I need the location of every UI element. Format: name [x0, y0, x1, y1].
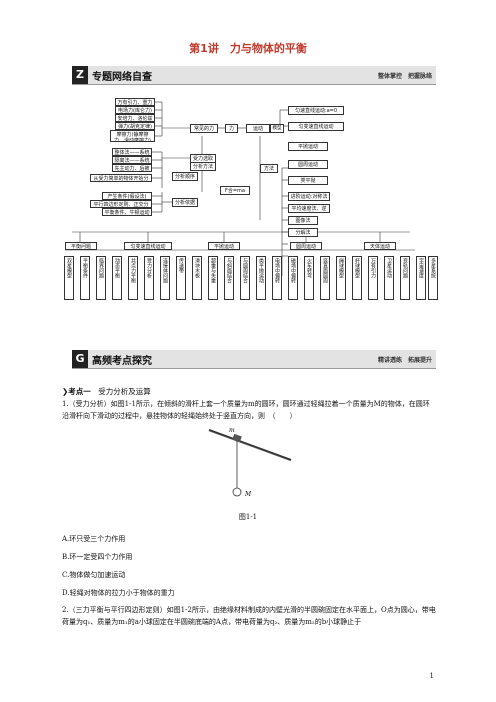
motion-item: 类平抛: [288, 176, 328, 185]
force-item: 电场力(库仑力): [115, 106, 155, 114]
motion-item: 图像法: [288, 216, 318, 225]
method-item: 整体法——系统外力: [112, 148, 152, 156]
bottom-heading: 圆周运动: [290, 242, 322, 250]
bottom-item: 绳球模型: [336, 256, 346, 300]
question-1-text: 1.（受力分析）如图1-1所示，在倾斜的滑杆上套一个质量为m的圆环，圆环通过轻绳…: [62, 400, 430, 420]
bottom-item: 卫星运动: [384, 256, 394, 300]
section-badge: G: [72, 350, 88, 368]
motion-item: 圆周运动: [288, 160, 328, 169]
bottom-item: 动态平衡: [112, 256, 122, 300]
force-item: 安培力、洛伦兹力: [115, 114, 155, 122]
bottom-item: 共点力平衡: [128, 256, 138, 300]
bottom-item: 多星系统: [428, 256, 438, 300]
option-b: B.环一定受四个力作用: [62, 553, 133, 561]
bottom-heading: 平抛运动: [208, 242, 240, 250]
bottom-item: 万有引力: [368, 256, 378, 300]
option-c: C.物体做匀加速运动: [62, 571, 126, 579]
analysis-method-box: 分析方法: [190, 162, 216, 171]
model-box: 模型: [270, 124, 284, 133]
analysis-order-box: 分析顺序: [172, 172, 198, 181]
bottom-item: 临界问题: [96, 256, 106, 300]
page-title: 第1讲 力与物体的平衡: [189, 42, 307, 55]
page-number: 1: [429, 672, 434, 680]
analysis-basis-box: 分析依据: [172, 198, 198, 207]
bottom-item: 电场中偏转: [272, 256, 282, 300]
question-2-text: 2.（三力平衡与平行四边形定则）如图1-2所示，由绝缘材料制成的内壁光滑的半圆碗…: [62, 606, 436, 626]
force-item: 摩擦力(静摩擦力、滑动摩擦力): [110, 130, 155, 142]
bottom-item: 竖直面圆周: [320, 256, 330, 300]
section-subtitle: 精讲透练 拓展提升: [377, 357, 432, 364]
concept-map-diagram: 万有引力、重力 电场力(库仑力) 安培力、洛伦兹力 弹力(胡克定律) 摩擦力(静…: [60, 96, 440, 346]
bottom-heading: 天体运动: [364, 242, 396, 250]
motion-item: 匀速直线运动:a=0: [288, 106, 344, 115]
bottom-heading: 匀变速直线运动: [124, 242, 172, 250]
section-header-network: Z 专题网络自查 整体掌控 把握脉络: [72, 66, 436, 85]
option-a: A.环只受三个力作用: [62, 535, 126, 543]
figure-caption: 图1-1: [238, 513, 258, 521]
bottom-item: 连接体问题: [160, 256, 170, 300]
bottom-item: 滑块木板: [192, 256, 202, 300]
section-label: 专题网络自查: [92, 72, 152, 83]
bottom-item: 宇宙速度: [416, 256, 426, 300]
topic-arrow-icon: ❯: [62, 387, 69, 396]
method-item: 隔离法——系统内力: [112, 156, 152, 164]
bottom-item: 双星模型: [64, 256, 74, 300]
force-item: 万有引力、重力: [115, 98, 155, 106]
slide-rod-figure: m M: [208, 427, 292, 498]
motion-item: 平抛运动: [288, 142, 328, 151]
bottom-item: 变轨问题: [400, 256, 410, 300]
bottom-item: 受力分析: [144, 256, 154, 300]
motion-box: 运动: [246, 124, 270, 133]
method-item: 从受力简单的物体开始分析: [90, 174, 152, 182]
figure-1-1: m M: [205, 420, 295, 500]
bottom-item: 杆球模型: [352, 256, 362, 300]
section-header-exam-points: G 高频考点探究 精讲透练 拓展提升: [72, 350, 436, 369]
bottom-item: 磁场中偏转: [288, 256, 298, 300]
basis-item: 平行四边形定则、正交分解法: [90, 200, 152, 208]
bottom-item: 与圆周结合: [240, 256, 250, 300]
force-item: 弹力(胡克定律): [115, 122, 155, 130]
bottom-heading: 平衡问题: [65, 242, 97, 250]
newton-law-box: F合=ma: [220, 186, 250, 195]
bottom-item: 超重与失重: [208, 256, 218, 300]
bottom-item: 传送带: [176, 256, 186, 300]
section-subtitle: 整体掌控 把握脉络: [377, 73, 432, 80]
label-m: m: [229, 427, 235, 434]
section-label: 高频考点探究: [92, 356, 152, 367]
bottom-item: 与斜面结合: [224, 256, 234, 300]
bottom-item: 类平抛运动: [256, 256, 266, 300]
bottom-item: 火车转弯: [304, 256, 314, 300]
force-box: 力: [225, 124, 238, 133]
option-d: D.轻绳对物体的拉力小于物体的重力: [62, 589, 175, 597]
section-badge: Z: [72, 66, 88, 84]
motion-item: 分解法: [288, 228, 318, 237]
topic-marker: 考点一: [68, 387, 91, 396]
bottom-item: 平衡条件: [80, 256, 90, 300]
method-item: 先主动力、后被动力: [112, 164, 152, 172]
method-box: 方法: [260, 164, 278, 173]
motion-item: 匀变速直线运动: [288, 122, 344, 131]
topic-text: 受力分析及运算: [98, 387, 151, 396]
motion-item: 进阶运动:对称法: [288, 192, 330, 201]
basis-item: 平衡条件、牛顿运动定律: [102, 208, 152, 216]
motion-item: 平均速度法、逆运法: [288, 204, 330, 213]
topic-heading: ❯考点一 受力分析及运算: [62, 386, 151, 397]
basis-item: 产生条件(假设法): [102, 192, 152, 200]
common-forces-box: 常见的力: [190, 124, 218, 133]
label-M: M: [244, 491, 252, 498]
